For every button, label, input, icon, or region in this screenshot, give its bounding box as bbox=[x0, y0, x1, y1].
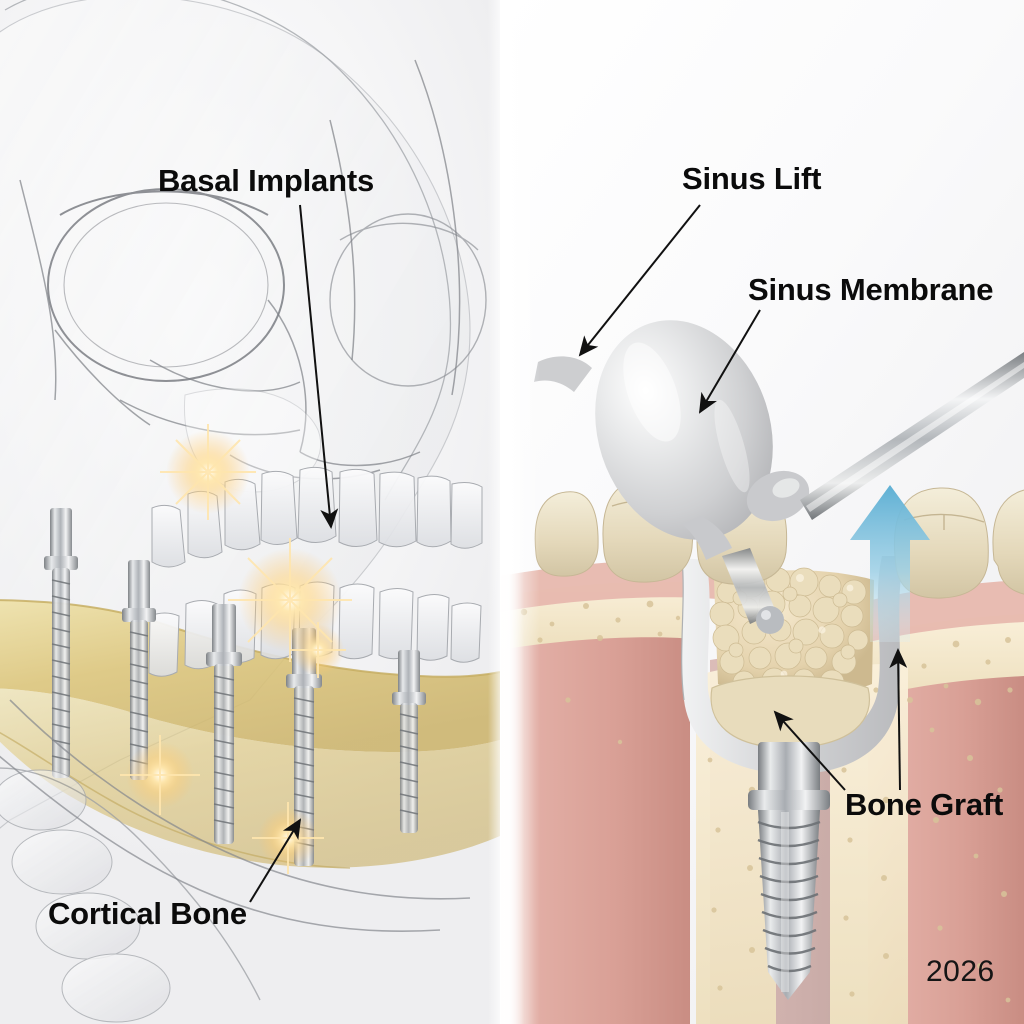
year-watermark: 2026 bbox=[926, 955, 995, 988]
panel-sinus-lift bbox=[500, 0, 1024, 1024]
sinus-lift-direction-arrow bbox=[850, 485, 930, 642]
implant-glints bbox=[120, 424, 352, 874]
skull-ghost-render bbox=[0, 0, 501, 1023]
label-basal-implants: Basal Implants bbox=[158, 163, 375, 198]
basal-implant-screws bbox=[44, 508, 426, 866]
panel-basal-implants bbox=[0, 0, 512, 1024]
label-sinus-lift: Sinus Lift bbox=[682, 161, 822, 196]
label-sinus-membrane: Sinus Membrane bbox=[748, 272, 994, 307]
panel-seam bbox=[488, 0, 524, 1024]
surgical-instrument bbox=[722, 352, 1024, 634]
label-cortical-bone: Cortical Bone bbox=[48, 896, 247, 931]
sinus-lift-cross-section bbox=[500, 0, 1024, 1024]
label-bone-graft: Bone Graft bbox=[845, 787, 1004, 822]
